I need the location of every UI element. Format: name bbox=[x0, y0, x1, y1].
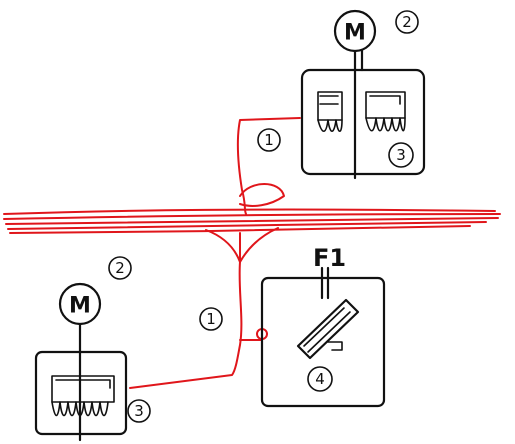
motor-number: 2 bbox=[115, 259, 125, 277]
panel-tag: F1 bbox=[313, 244, 346, 272]
fan-blades-left bbox=[317, 91, 343, 133]
motor-number-circle bbox=[395, 10, 419, 34]
upper-cable-number-circle bbox=[257, 128, 281, 152]
lower-cable bbox=[129, 261, 243, 389]
lower-fan-unit: M 2 3 1 bbox=[34, 256, 223, 442]
fan-number-circle bbox=[388, 142, 414, 168]
fan-number: 3 bbox=[396, 146, 406, 164]
upper-cable-number: 1 bbox=[264, 131, 274, 149]
motor-symbol: M bbox=[69, 294, 91, 319]
fan-housing bbox=[34, 350, 128, 436]
panel-number-circle bbox=[307, 366, 333, 392]
fan-housing bbox=[300, 68, 426, 176]
fan-number-circle bbox=[127, 399, 151, 423]
motor-number-circle bbox=[108, 256, 132, 280]
upper-cable bbox=[236, 117, 301, 215]
motor-number: 2 bbox=[402, 13, 412, 31]
lower-cable-number: 1 bbox=[206, 310, 216, 328]
fan-number: 3 bbox=[134, 402, 144, 420]
switch-handle bbox=[296, 298, 360, 360]
cable-trunk bbox=[3, 208, 501, 234]
fan-blades bbox=[51, 375, 115, 417]
fan-blades-right bbox=[365, 91, 406, 132]
panel-housing bbox=[260, 276, 386, 408]
upper-fan-unit: M 2 3 1 bbox=[236, 9, 426, 215]
cable-junction bbox=[129, 227, 279, 389]
switch-panel: F1 4 bbox=[260, 244, 386, 408]
motor-symbol: M bbox=[344, 21, 366, 46]
lower-cable-number-circle bbox=[199, 307, 223, 331]
panel-number: 4 bbox=[315, 370, 325, 388]
